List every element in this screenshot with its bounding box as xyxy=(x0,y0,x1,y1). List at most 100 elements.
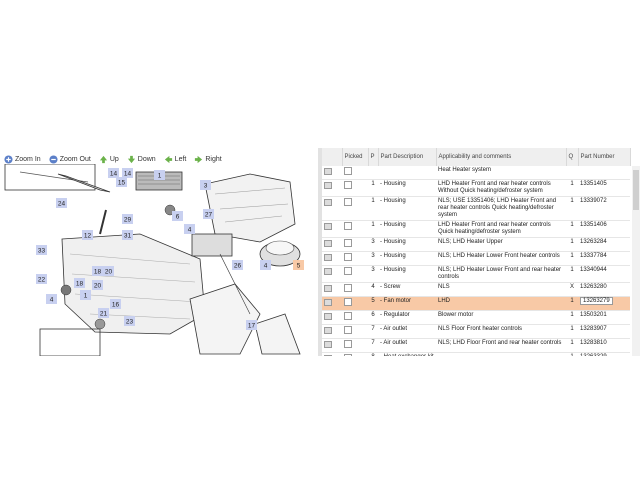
callout-text: 29 xyxy=(124,217,132,224)
callout-24[interactable]: 24 xyxy=(56,198,67,208)
picked-checkbox[interactable] xyxy=(344,354,352,356)
callout-26[interactable]: 26 xyxy=(232,260,243,270)
cell-part-number: 13263280 xyxy=(578,282,630,297)
expand-row-icon[interactable] xyxy=(324,223,332,230)
header-description[interactable]: Part Description xyxy=(378,148,437,166)
picked-checkbox[interactable] xyxy=(344,198,352,206)
expand-row-icon[interactable] xyxy=(324,327,332,334)
picked-checkbox[interactable] xyxy=(344,253,352,261)
expand-row-icon[interactable] xyxy=(324,285,332,292)
pan-down-button[interactable]: Down xyxy=(127,155,156,164)
header-quantity[interactable]: Q xyxy=(566,148,579,166)
picked-checkbox[interactable] xyxy=(344,312,352,320)
callout-31[interactable]: 31 xyxy=(122,230,133,240)
callout-16[interactable]: 16 xyxy=(110,299,121,309)
cell-number: 3 xyxy=(368,265,378,283)
expand-row-icon[interactable] xyxy=(324,299,332,306)
expand-row-icon[interactable] xyxy=(324,254,332,261)
picked-checkbox[interactable] xyxy=(344,239,352,247)
cell-number: 1 xyxy=(368,220,378,238)
callout-1[interactable]: 1 xyxy=(154,170,165,180)
expand-row-icon[interactable] xyxy=(324,168,332,175)
pan-up-button[interactable]: Up xyxy=(99,155,119,164)
parts-table-pane: Picked P Part Description Applicability … xyxy=(322,148,640,356)
expand-row-icon[interactable] xyxy=(324,199,332,206)
table-scrollbar[interactable] xyxy=(632,166,640,356)
picked-checkbox[interactable] xyxy=(344,284,352,292)
picked-checkbox[interactable] xyxy=(344,167,352,175)
callout-22[interactable]: 22 xyxy=(36,274,47,284)
zoom-in-button[interactable]: Zoom In xyxy=(4,154,41,164)
callout-1[interactable]: 1 xyxy=(80,290,91,300)
cell-expand xyxy=(322,251,342,266)
table-row[interactable]: 8- Heat exchanger kit113263329 xyxy=(322,352,630,356)
picked-checkbox[interactable] xyxy=(344,326,352,334)
picked-checkbox[interactable] xyxy=(344,340,352,348)
callout-27[interactable]: 27 xyxy=(203,209,214,219)
expand-row-icon[interactable] xyxy=(324,240,332,247)
selected-part-number[interactable]: 13263279 xyxy=(580,297,613,305)
callout-12[interactable]: 12 xyxy=(82,230,93,240)
callout-4[interactable]: 4 xyxy=(46,294,57,304)
callout-box xyxy=(293,260,304,270)
callout-14[interactable]: 14 xyxy=(108,168,119,178)
callout-box xyxy=(46,294,57,304)
callout-4[interactable]: 4 xyxy=(184,224,195,234)
callout-33[interactable]: 33 xyxy=(36,245,47,255)
table-scrollbar-thumb[interactable] xyxy=(633,170,639,210)
expand-row-icon[interactable] xyxy=(324,341,332,348)
callout-text: 14 xyxy=(110,171,118,178)
callout-text: 3 xyxy=(204,183,208,190)
expand-row-icon[interactable] xyxy=(324,182,332,189)
header-applicability[interactable]: Applicability and comments xyxy=(436,148,567,166)
header-number[interactable]: P xyxy=(368,148,379,166)
table-row[interactable]: Heat Heater system xyxy=(322,166,630,180)
picked-checkbox[interactable] xyxy=(344,267,352,275)
callout-6[interactable]: 6 xyxy=(172,211,183,221)
callout-20[interactable]: 20 xyxy=(92,280,103,290)
callout-18[interactable]: 18 xyxy=(74,278,85,288)
cell-part-number: 13340944 xyxy=(578,265,630,283)
cell-picked xyxy=(342,196,368,221)
callout-5[interactable]: 5 xyxy=(293,260,304,270)
cell-part-number: 13337784 xyxy=(578,251,630,266)
callout-4[interactable]: 4 xyxy=(260,260,271,270)
callout-text: 14 xyxy=(124,171,132,178)
pan-right-button[interactable]: Right xyxy=(194,155,222,164)
expand-row-icon[interactable] xyxy=(324,355,332,356)
pan-left-button[interactable]: Left xyxy=(164,155,186,164)
callout-20[interactable]: 20 xyxy=(103,266,114,276)
picked-checkbox[interactable] xyxy=(344,222,352,230)
callout-17[interactable]: 17 xyxy=(246,320,257,330)
picked-checkbox[interactable] xyxy=(344,181,352,189)
callout-23[interactable]: 23 xyxy=(124,316,135,326)
callout-14[interactable]: 14 xyxy=(122,168,133,178)
picked-checkbox[interactable] xyxy=(344,298,352,306)
cell-picked xyxy=(342,237,368,252)
expand-row-icon[interactable] xyxy=(324,313,332,320)
pane-divider[interactable] xyxy=(318,148,322,356)
header-picked[interactable]: Picked xyxy=(342,148,369,166)
expand-row-icon[interactable] xyxy=(324,268,332,275)
callout-text: 5 xyxy=(297,263,301,270)
header-part-number[interactable]: Part Number xyxy=(578,148,631,166)
callout-3[interactable]: 3 xyxy=(200,180,211,190)
callout-18[interactable]: 18 xyxy=(92,266,103,276)
zoom-out-button[interactable]: Zoom Out xyxy=(49,154,91,164)
callout-15[interactable]: 15 xyxy=(116,177,127,187)
callout-29[interactable]: 29 xyxy=(122,214,133,224)
cell-picked xyxy=(342,265,368,283)
callout-21[interactable]: 21 xyxy=(98,308,109,318)
